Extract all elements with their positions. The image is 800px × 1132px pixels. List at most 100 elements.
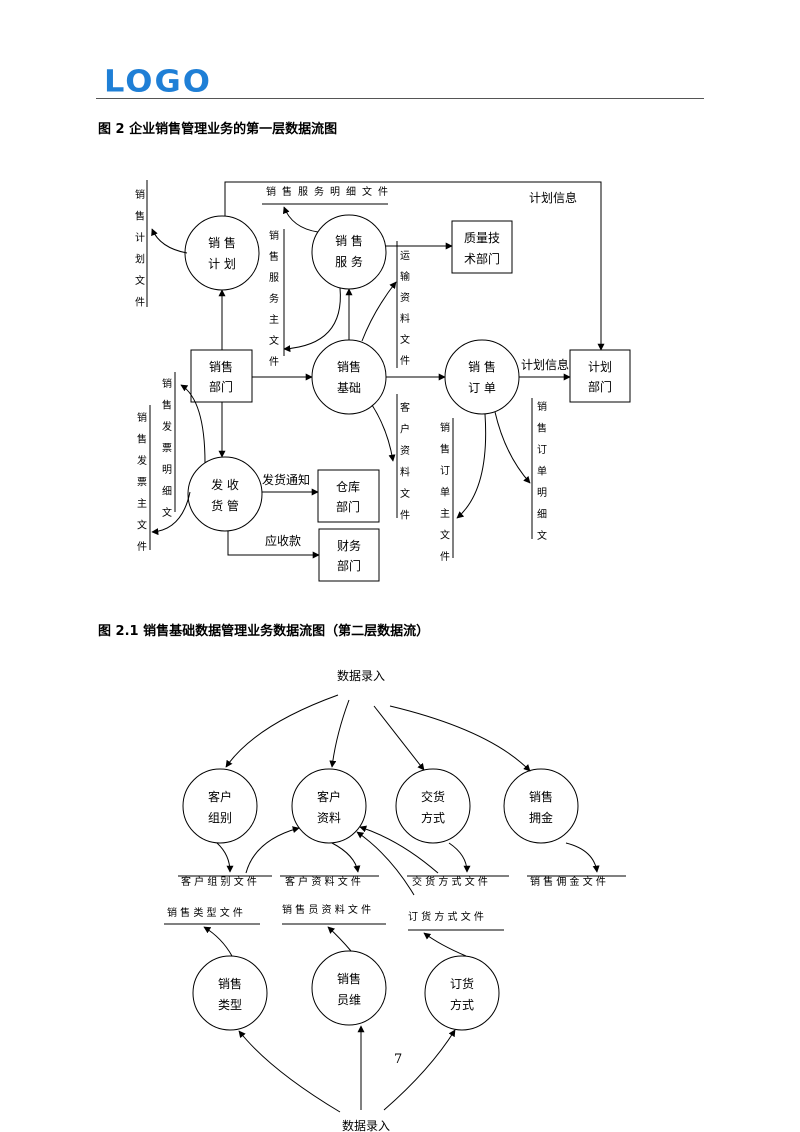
process-salesperson-label-2: 员维 xyxy=(337,993,361,1007)
store-order-mode-label: 订 货 方 式 文 件 xyxy=(408,910,484,923)
store-invoice-main-label: 销售发票主文件 xyxy=(137,411,147,553)
flow-order-mode-to-file xyxy=(423,932,467,957)
flow-cust-data-to-file xyxy=(331,842,361,873)
store-invoice-detail-label: 销售发票明细文 xyxy=(162,377,172,519)
flow-file-to-cust-data xyxy=(245,826,300,874)
flow-commission-to-file xyxy=(565,842,600,873)
flow-input-to-sales-type xyxy=(238,1030,341,1113)
flow-input-to-commission xyxy=(389,705,531,772)
process-sales-plan-label-2: 计 划 xyxy=(208,257,236,271)
data-input-bottom-label: 数据录入 xyxy=(342,1118,390,1132)
flow-input-to-cust-data xyxy=(329,699,350,768)
store-service-main-label: 销售服务主文件 xyxy=(269,229,279,368)
process-sales-plan xyxy=(184,215,260,291)
process-sales-order-label-2: 订 单 xyxy=(468,381,496,395)
flow-cust-group-to-file xyxy=(216,842,234,873)
logo: LOGO xyxy=(104,62,212,100)
store-cust-group-label: 客 户 组 别 文 件 xyxy=(181,875,257,888)
figure1-diagram xyxy=(146,180,631,582)
entity-quality-dept-label-2: 术部门 xyxy=(464,251,500,266)
process-cust-data-label-1: 客户 xyxy=(317,789,341,804)
flow-service-to-main xyxy=(283,287,341,353)
flow-base-to-transport xyxy=(361,281,397,342)
process-delivery xyxy=(187,456,263,532)
process-commission-label-1: 销售 xyxy=(529,789,553,804)
entity-plan-dept-label-1: 计划 xyxy=(588,360,612,374)
flow-plan-info-top xyxy=(224,181,605,351)
header-rule xyxy=(96,98,704,99)
process-sales-order-label-1: 销 售 xyxy=(468,359,496,374)
store-order-detail-label: 销售订单明细文 xyxy=(537,400,547,542)
process-order-mode-label-2: 方式 xyxy=(450,997,474,1012)
entity-quality-dept-label-1: 质量技 xyxy=(464,231,500,245)
flow-delivery-to-invoice-main xyxy=(151,491,191,536)
process-commission-label-2: 拥金 xyxy=(529,810,553,825)
page-number: 7 xyxy=(394,1052,403,1067)
entity-finance-label-2: 部门 xyxy=(337,558,361,573)
store-salesperson-label: 销 售 员 资 料 文 件 xyxy=(282,903,371,916)
entity-plan-dept xyxy=(569,349,631,403)
store-delivery-label: 交 货 方 式 文 件 xyxy=(412,875,488,888)
flow-label-plan-info-top: 计划信息 xyxy=(529,190,577,205)
store-cust-data-label: 客 户 资 料 文 件 xyxy=(285,875,361,888)
entity-finance xyxy=(318,528,380,582)
process-cust-group xyxy=(182,768,258,844)
flow-delivery-to-file xyxy=(448,842,471,873)
figure1-store-labels: 销售服务明细文件 xyxy=(266,185,394,198)
store-service-detail-label: 销售服务明细文件 xyxy=(266,185,394,198)
flow-input-to-order-mode xyxy=(383,1029,456,1111)
flow-label-plan-info: 计划信息 xyxy=(521,357,569,372)
figure1-vertical-stores: 销售计划文件 销售服务主文件 运输资料文件 客户资料文件 销售订单主文件 销售订… xyxy=(135,188,547,563)
process-order-mode-label-1: 订货 xyxy=(450,976,474,991)
process-delivery-mode-label-2: 方式 xyxy=(421,810,445,825)
entity-warehouse-label-1: 仓库 xyxy=(336,479,360,494)
flow-plan-to-file xyxy=(151,228,188,254)
flow-label-ship-notice: 发货通知 xyxy=(262,472,310,487)
entity-warehouse-label-2: 部门 xyxy=(336,499,360,514)
process-salesperson-label-1: 销售 xyxy=(337,971,361,986)
process-sales-base xyxy=(311,339,387,415)
process-sales-type-label-2: 类型 xyxy=(218,998,242,1012)
entity-sales-dept xyxy=(190,349,253,403)
figure1-labels: 销 售 计 划 销 售 服 务 销售 基础 销 售 订 单 发 收 货 管 销售… xyxy=(208,190,612,573)
flow-input-to-delivery xyxy=(373,705,425,771)
figure2-store-labels: 客 户 组 别 文 件 客 户 资 料 文 件 交 货 方 式 文 件 销 售 … xyxy=(167,875,606,923)
process-commission xyxy=(503,768,579,844)
process-delivery-label-2: 货 管 xyxy=(211,498,239,513)
process-salesperson xyxy=(311,950,387,1026)
process-delivery-mode-label-1: 交货 xyxy=(421,789,445,804)
store-sales-type-label: 销 售 类 型 文 件 xyxy=(167,906,243,919)
figure2-diagram xyxy=(164,694,626,1113)
figure2-labels: 数据录入 数据录入 客户 组别 客户 资料 交货 方式 销售 拥金 销售 类型 … xyxy=(208,668,553,1132)
process-order-mode xyxy=(424,955,500,1031)
process-cust-group-label-2: 组别 xyxy=(208,811,232,825)
flow-sales-type-to-file xyxy=(203,926,233,957)
entity-finance-label-1: 财务 xyxy=(337,538,361,553)
store-customer-label: 客户资料文件 xyxy=(400,401,410,522)
flow-receivable xyxy=(227,531,320,559)
flow-delivery-file-to-cust-data xyxy=(359,825,439,874)
store-plan-file-label: 销售计划文件 xyxy=(135,188,145,309)
entity-plan-dept-label-2: 部门 xyxy=(588,379,612,394)
flow-salesperson-to-file xyxy=(327,926,352,952)
process-sales-type xyxy=(192,955,268,1031)
process-sales-base-label-1: 销售 xyxy=(337,359,361,374)
process-sales-order xyxy=(444,339,520,415)
flow-base-to-customer xyxy=(371,404,396,462)
process-sales-service-label-1: 销 售 xyxy=(335,233,363,248)
process-sales-service-label-2: 服 务 xyxy=(335,254,363,269)
process-cust-data-label-2: 资料 xyxy=(317,811,341,825)
process-sales-plan-label-1: 销 售 xyxy=(208,235,236,250)
process-cust-data xyxy=(291,768,367,844)
flow-order-file-to-cust-data xyxy=(356,831,415,896)
flow-order-to-detail xyxy=(494,411,531,484)
process-delivery-label-1: 发 收 xyxy=(211,477,239,492)
entity-sales-dept-label-2: 部门 xyxy=(209,379,233,394)
flow-service-to-detail xyxy=(282,206,319,233)
store-transport-label: 运输资料文件 xyxy=(400,250,410,367)
store-order-main-label: 销售订单主文件 xyxy=(440,421,450,563)
flow-label-receivable: 应收款 xyxy=(265,533,301,548)
process-sales-service xyxy=(311,214,387,290)
